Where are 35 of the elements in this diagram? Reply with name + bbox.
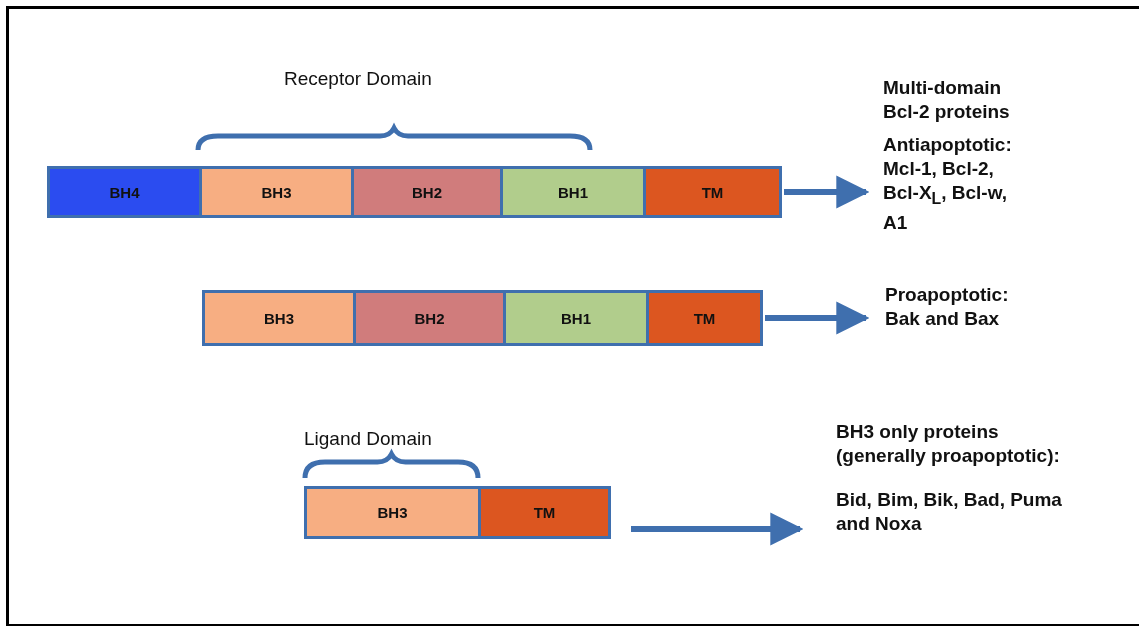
domain-segment <box>353 293 503 343</box>
domain-label: BH1 <box>558 183 588 201</box>
domain-segment <box>646 293 760 343</box>
domain-segment <box>50 169 199 215</box>
domain-label: BH3 <box>261 183 292 201</box>
domain-segment <box>643 169 779 215</box>
group-heading: Multi-domain Bcl-2 proteins <box>883 76 1011 124</box>
domain-segment <box>500 169 643 215</box>
domain-label: TM <box>533 504 556 521</box>
protein-list-text: Proapoptotic: Bak and Bax <box>885 283 1010 331</box>
domain-segment <box>503 293 646 343</box>
domain-segment <box>199 169 351 215</box>
domain-label: TM <box>693 309 716 327</box>
protein-domain-bar <box>47 166 782 218</box>
protein-list-text: Antiapoptotic: Mcl-1, Bcl-2, Bcl-X$_{L}$, Bcl-w, A1 <box>883 133 1013 235</box>
domain-segment <box>351 169 500 215</box>
domain-label: BH4 <box>109 183 140 201</box>
domain-segment <box>478 489 608 536</box>
domain-label: TM <box>701 183 724 201</box>
domain-caption: Receptor Domain <box>284 68 432 90</box>
domain-label: BH3 <box>377 504 408 521</box>
domain-label: BH2 <box>414 309 445 327</box>
domain-label: BH3 <box>264 309 294 327</box>
arrow <box>784 175 870 209</box>
arrow <box>631 512 804 546</box>
domain-label: BH1 <box>561 309 591 327</box>
domain-segment <box>205 293 353 343</box>
protein-list-text: BH3 only proteins (generally proapoptotic): <box>836 420 1061 468</box>
protein-domain-bar <box>304 486 611 539</box>
domain-caption: Ligand Domain <box>304 428 432 450</box>
domain-segment <box>307 489 478 536</box>
protein-domain-bar <box>202 290 763 346</box>
domain-label: BH2 <box>412 183 442 201</box>
arrow <box>765 301 870 335</box>
protein-list-text: Bid, Bim, Bik, Bad, Puma and Noxa <box>836 488 1063 536</box>
